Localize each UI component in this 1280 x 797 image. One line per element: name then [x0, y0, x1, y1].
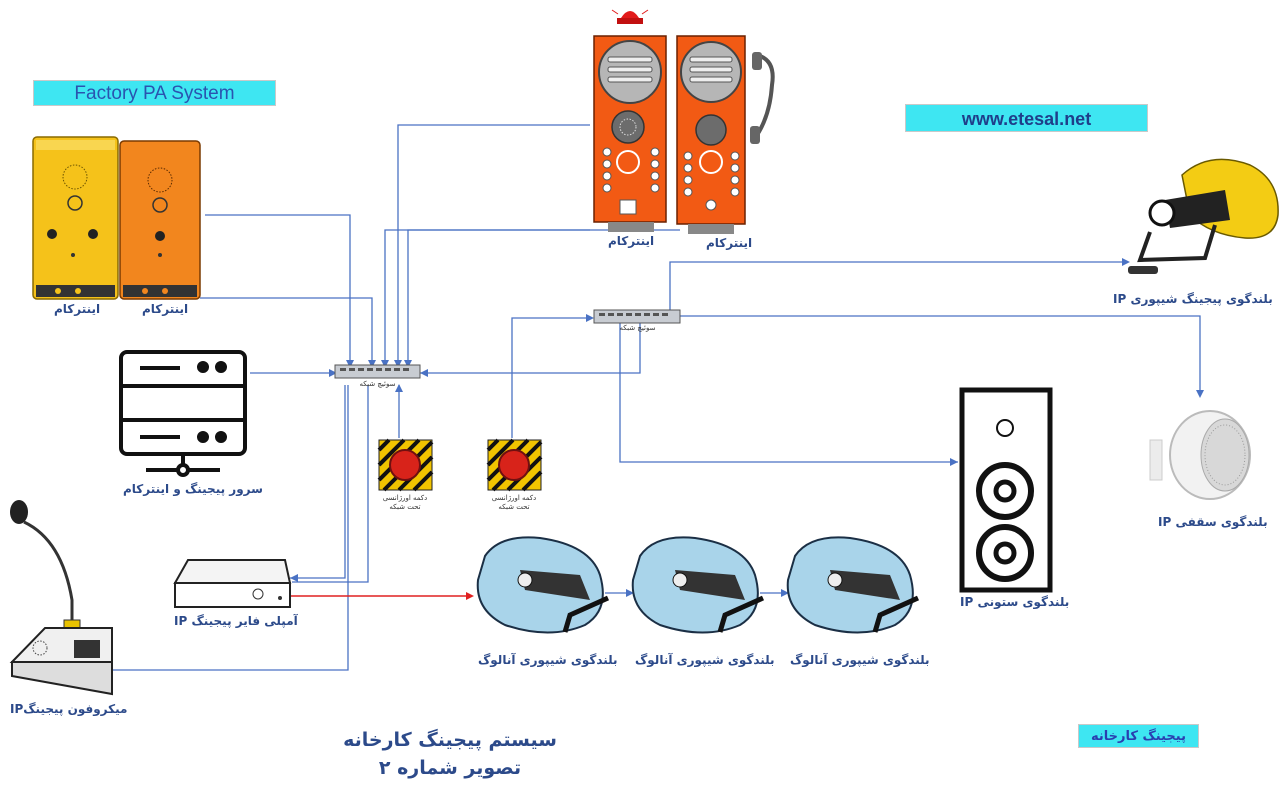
analog-horn-2-label: بلندگوی شیپوری آنالوگ	[635, 653, 775, 667]
ceiling-speaker-label: بلندگوی سقفی IP	[1158, 515, 1268, 529]
emergency-button-1	[377, 438, 434, 492]
analog-horn-3-label: بلندگوی شیپوری آنالوگ	[790, 653, 930, 667]
emergency-button-2	[486, 438, 543, 492]
intercom-industrial-2-label: اینترکام	[706, 236, 753, 250]
ip-horn-label: بلندگوی پیجینگ شیپوری IP	[1113, 292, 1273, 306]
intercom-industrial-1-label: اینترکام	[608, 234, 655, 248]
website-banner[interactable]: www.etesal.net	[905, 104, 1148, 132]
title-banner: Factory PA System	[33, 80, 276, 106]
intercom-orange-label: اینترکام	[142, 302, 189, 316]
intercom-industrial-1	[593, 35, 667, 232]
intercom-yellow	[32, 136, 119, 300]
analog-horn-2	[631, 536, 765, 634]
ip-horn-speaker-icon	[1128, 158, 1279, 274]
analog-horn-1-label: بلندگوی شیپوری آنالوگ	[478, 653, 618, 667]
intercom-orange	[119, 140, 201, 300]
intercom-industrial-2	[676, 35, 746, 234]
tag-banner: پیجینگ کارخانه	[1078, 724, 1199, 748]
analog-horn-1	[476, 536, 610, 634]
analog-horn-3	[786, 536, 920, 634]
amplifier-label: آمپلی فایر پیجینگ IP	[174, 614, 298, 628]
arrowheads	[290, 258, 1204, 597]
server-label: سرور پیجینگ و اینترکام	[123, 482, 263, 496]
network-switch-2	[593, 309, 681, 324]
beacon-icon	[611, 9, 649, 24]
network-connections	[110, 124, 1201, 671]
column-speaker-icon	[959, 387, 1053, 593]
server-icon	[119, 350, 247, 477]
amplifier-icon	[173, 559, 292, 608]
column-speaker-label: بلندگوی ستونی IP	[960, 595, 1070, 609]
handset-icon	[750, 52, 775, 144]
paging-microphone-icon	[9, 500, 113, 696]
switch-2-label: سوئیچ شبکه	[619, 324, 656, 332]
ceiling-speaker-icon	[1149, 410, 1251, 500]
network-switch-1	[334, 364, 421, 379]
intercom-yellow-label: اینترکام	[54, 302, 101, 316]
diagram-title: سیستم پیجینگ کارخانه تصویر شماره ۲	[343, 729, 557, 779]
switch-1-label: سوئیچ شبکه	[359, 380, 396, 388]
microphone-label: میکروفون پیجینگIP	[10, 702, 128, 716]
